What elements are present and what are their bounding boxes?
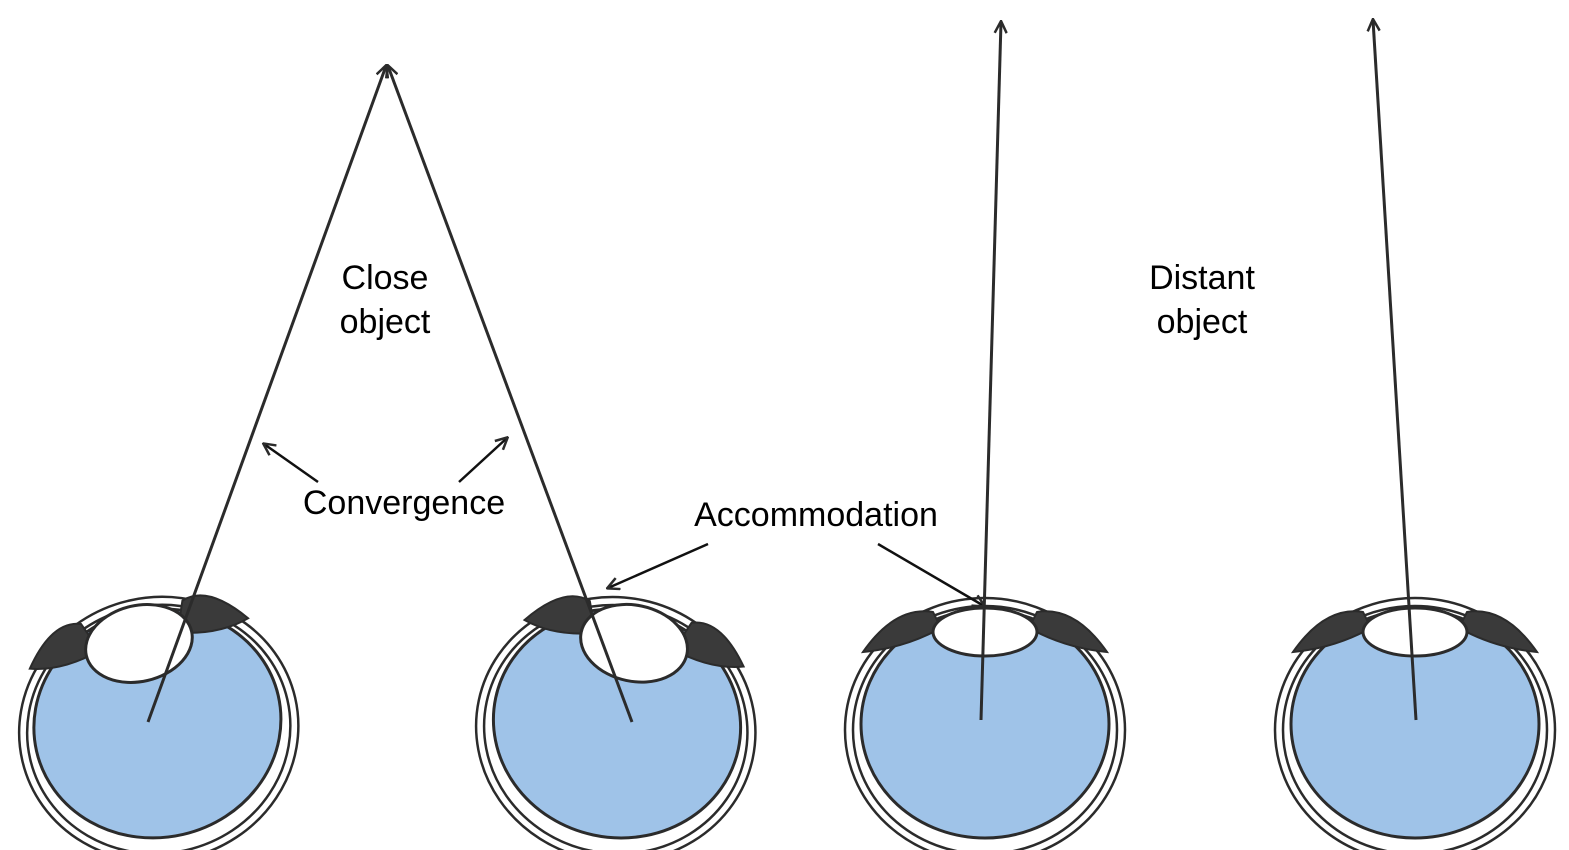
accommodation-arrow-right — [877, 542, 984, 606]
accommodation-label: Accommodation — [694, 496, 938, 534]
close-object-label-line1: Close — [342, 259, 429, 297]
lens — [1361, 606, 1469, 658]
sight-line-close-left — [146, 66, 386, 723]
convergence-arrow-right — [458, 438, 507, 483]
lens — [579, 602, 689, 684]
convergence-arrow-left — [264, 444, 319, 484]
sight-line-distant-right — [1373, 20, 1418, 721]
accommodation-arrow-left — [608, 542, 709, 588]
ciliary-muscle — [860, 610, 943, 654]
distant-object-label-line1: Distant — [1149, 259, 1255, 297]
eye-close-left — [17, 594, 300, 850]
close-object-label-line2: object — [340, 303, 431, 341]
ciliary-muscle — [1457, 610, 1540, 654]
eye-distant-right — [1273, 596, 1557, 850]
sight-line-close-right — [388, 66, 634, 723]
ciliary-muscle — [1027, 610, 1110, 654]
convergence-label: Convergence — [303, 484, 505, 522]
distant-object-label-line2: object — [1157, 303, 1248, 341]
eye-close-right — [474, 595, 757, 850]
ciliary-muscle — [1290, 610, 1373, 654]
lens — [84, 603, 194, 684]
eye-distant-left — [843, 596, 1127, 850]
